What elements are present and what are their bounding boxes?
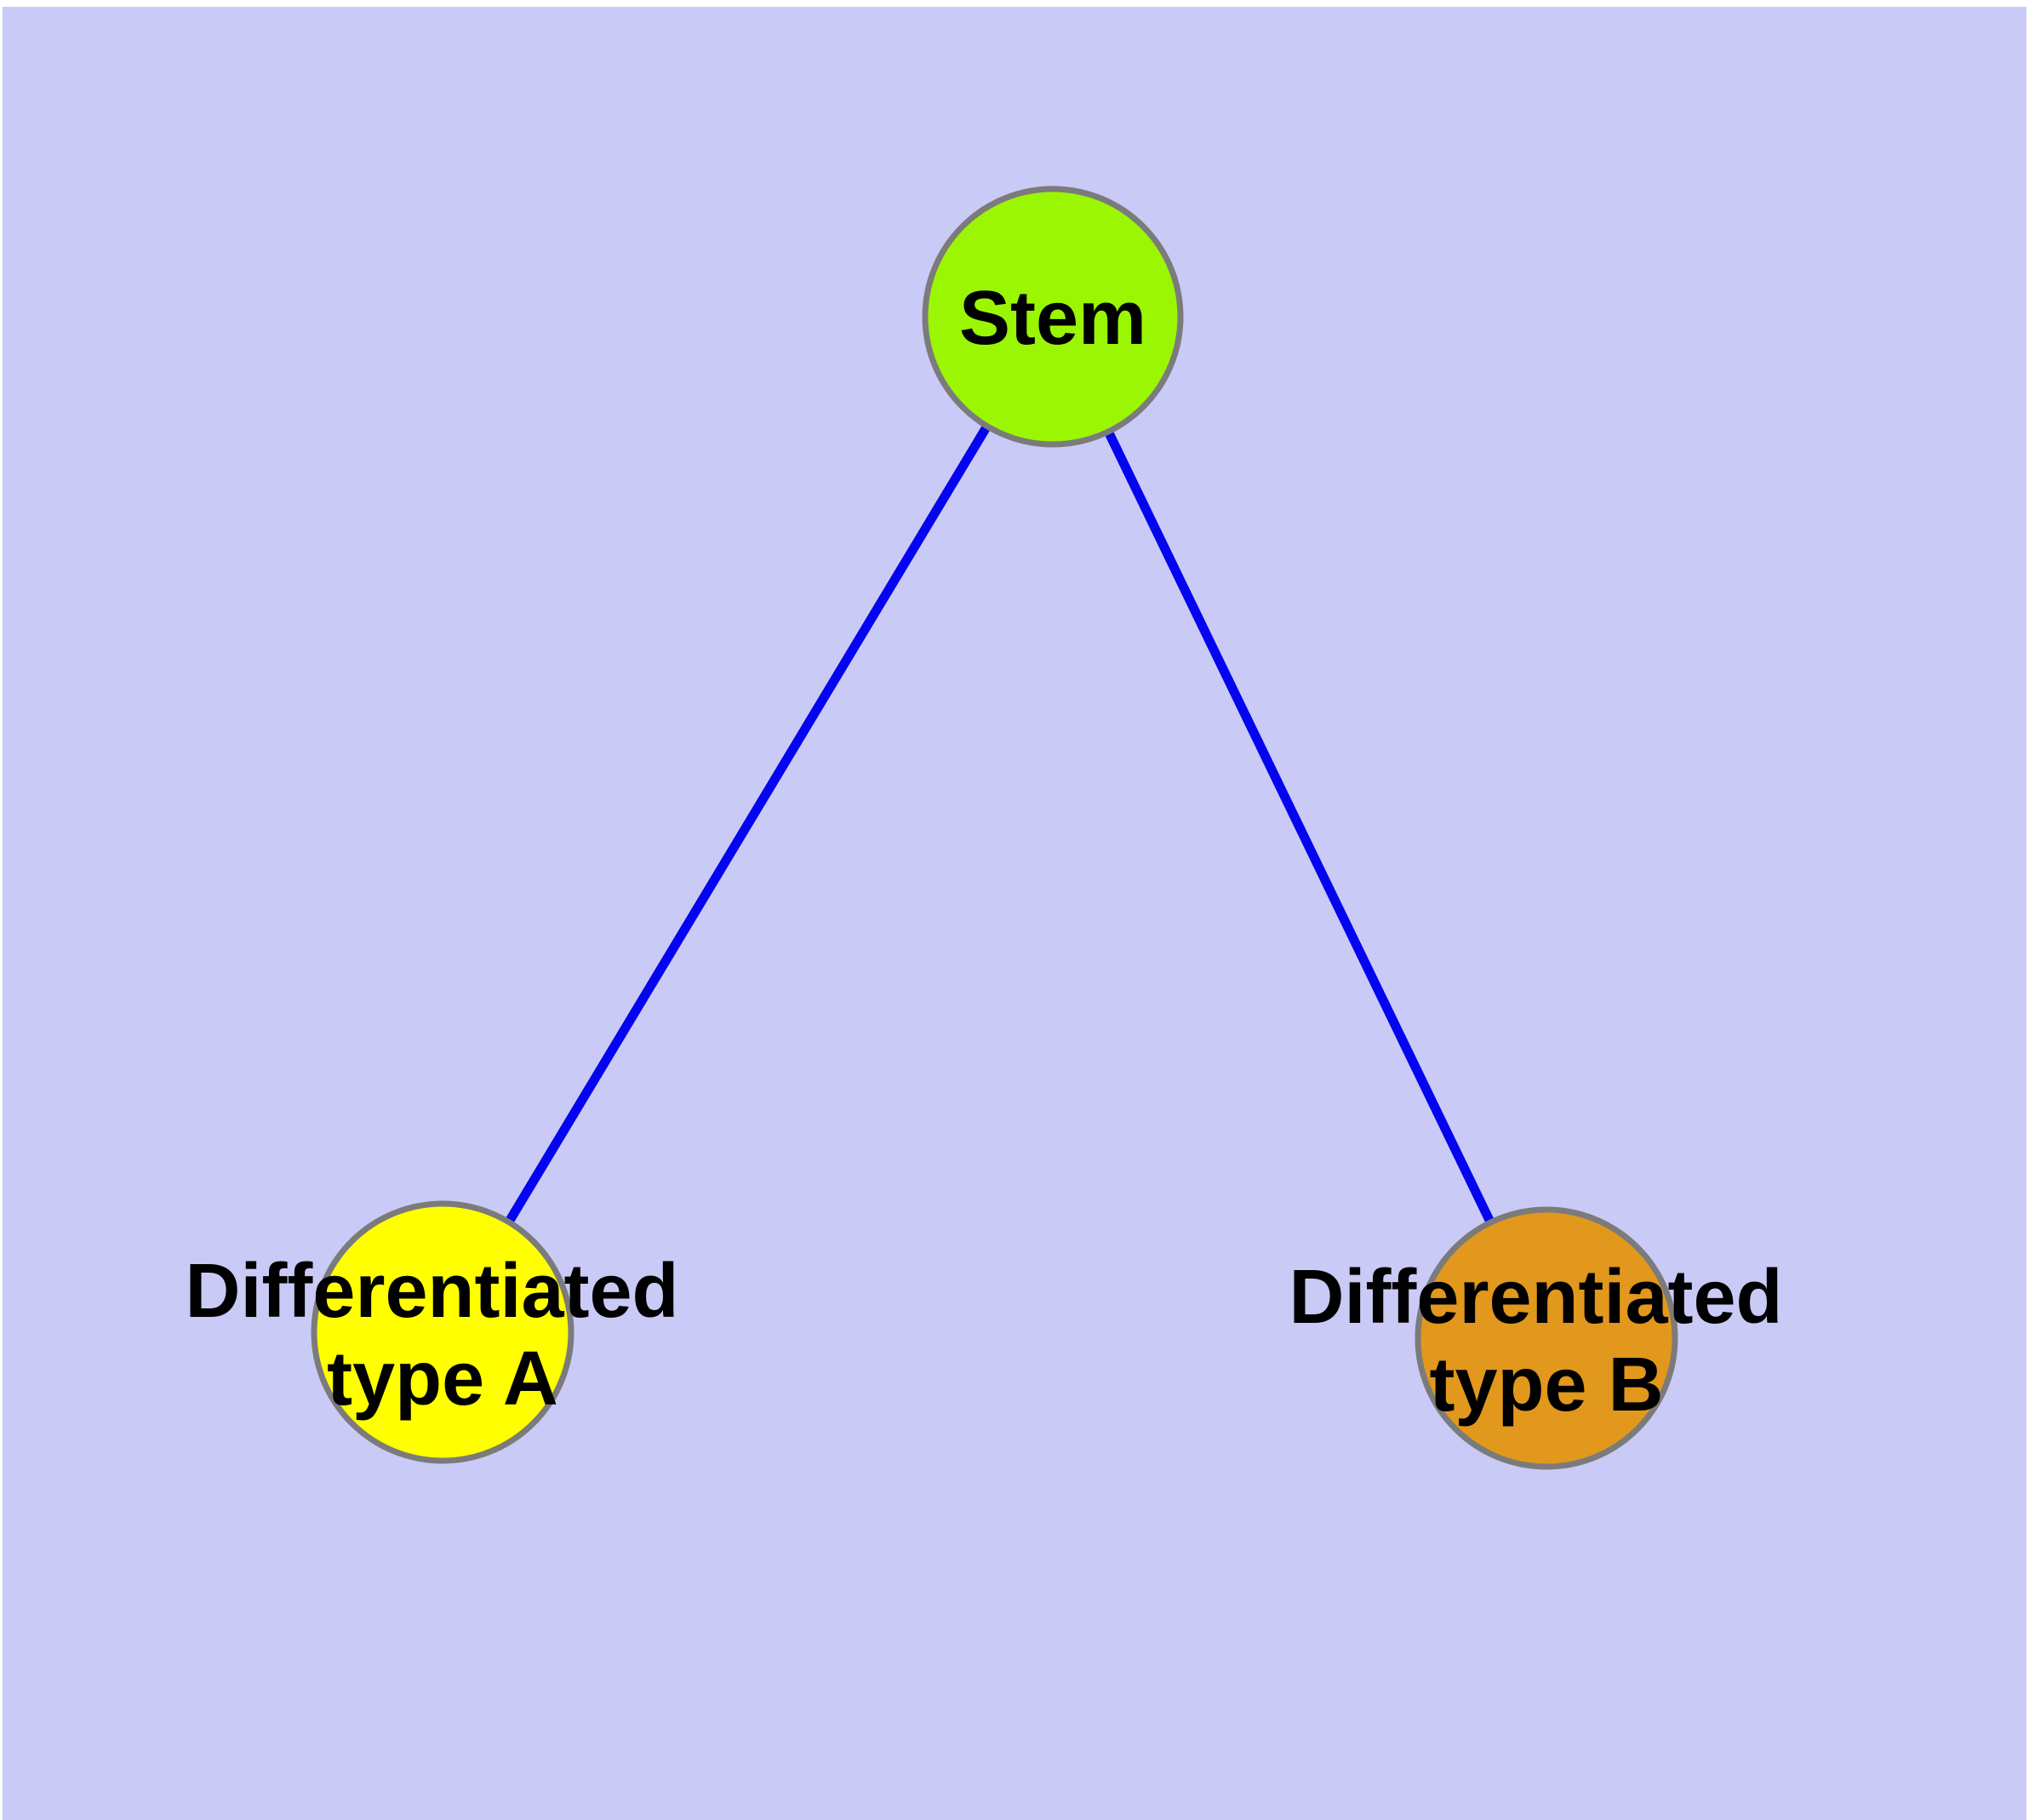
node-type-a-label-line1: Differentiated bbox=[185, 1249, 678, 1334]
node-type-a-label-line2: type A bbox=[327, 1336, 558, 1422]
node-type-b-circle bbox=[1415, 1206, 1678, 1470]
node-type-b-label: Differentiated type B bbox=[1289, 1255, 1803, 1428]
edge-stem-to-type-b bbox=[1049, 314, 1551, 1341]
node-type-a-label: Differentiated type A bbox=[185, 1249, 700, 1422]
edges bbox=[438, 314, 1551, 1341]
edge-stem-to-type-a bbox=[438, 314, 1057, 1335]
node-stem-label: Stem bbox=[959, 276, 1146, 361]
node-labels: Stem Differentiated type A Differentiate… bbox=[185, 276, 1803, 1428]
node-type-b-label-line2: type B bbox=[1429, 1342, 1663, 1428]
node-type-b-label-line1: Differentiated bbox=[1289, 1255, 1782, 1340]
node-type-a-circle bbox=[311, 1200, 574, 1464]
node-stem-circle bbox=[922, 186, 1184, 448]
nodes bbox=[311, 186, 1678, 1470]
